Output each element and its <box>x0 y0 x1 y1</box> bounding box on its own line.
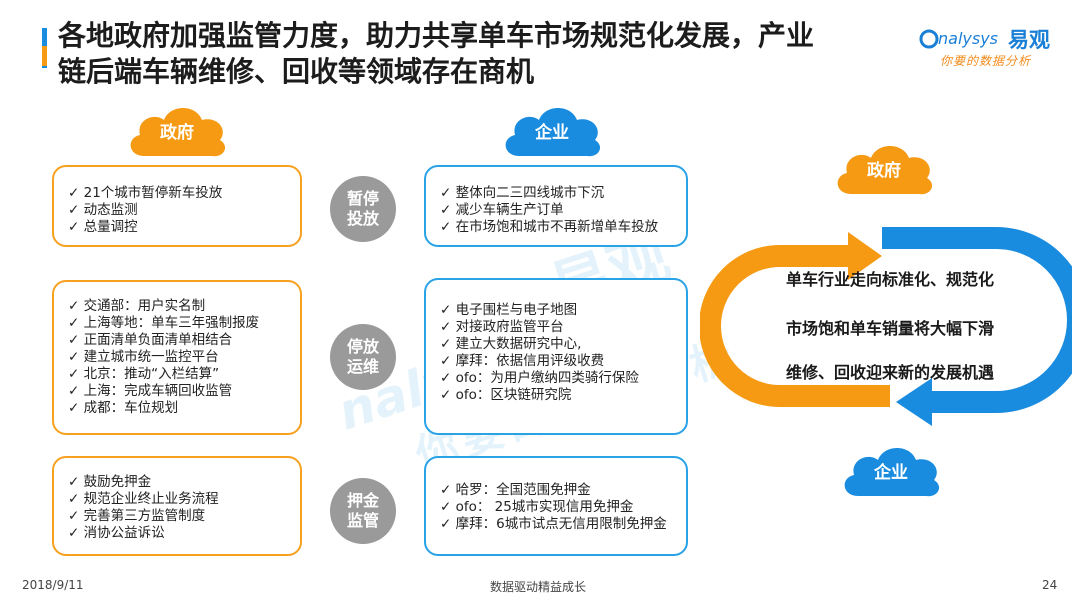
cloud-icon <box>837 146 933 195</box>
list-item: ofo：为用户缴纳四类骑行保险 <box>440 370 672 387</box>
list-item: 消协公益诉讼 <box>68 525 286 542</box>
category-line-2: 投放 <box>346 209 379 228</box>
list-item: 动态监测 <box>68 202 286 219</box>
list-item: 在市场饱和城市不再新增单车投放 <box>440 219 672 236</box>
category-line-2: 监管 <box>346 511 379 530</box>
government-label: 政府 <box>160 123 194 143</box>
logo-brand-en: nalysys <box>938 29 998 48</box>
cycle-enterprise-cloud: 企业 <box>836 440 946 500</box>
logo-brand-cn: 易观 <box>1008 28 1050 52</box>
enterprise-label: 企业 <box>535 123 569 143</box>
ent-box-deposit: 哈罗：全国范围免押金 ofo： 25城市实现信用免押金 摩拜：6城市试点无信用限… <box>424 456 688 556</box>
list-item: 上海：完成车辆回收监管 <box>68 383 286 400</box>
list-item: 电子围栏与电子地图 <box>440 302 672 319</box>
category-circle-parking: 停放 运维 <box>330 324 396 390</box>
page-title-line-1: 各地政府加强监管力度，助力共享单车市场规范化发展，产业 <box>58 19 815 52</box>
logo-mark-icon <box>919 29 939 49</box>
list-item: 摩拜：依据信用评级收费 <box>440 353 672 370</box>
cycle-arrows <box>700 227 1072 426</box>
blue-arrowhead-icon <box>896 378 932 426</box>
footer-slogan: 数据驱动精益成长 <box>490 580 587 594</box>
list-item: 规范企业终止业务流程 <box>68 491 286 508</box>
cycle-top-label: 政府 <box>867 161 901 181</box>
ent-box-suspend: 整体向二三四线城市下沉 减少车辆生产订单 在市场饱和城市不再新增单车投放 <box>424 165 688 247</box>
cloud-icon <box>844 448 940 497</box>
title-accent-bar-secondary <box>42 46 47 66</box>
list-item: 摩拜：6城市试点无信用限制免押金 <box>440 516 672 533</box>
list-item: 对接政府监管平台 <box>440 319 672 336</box>
list-item: 建立大数据研究中心, <box>440 336 672 353</box>
category-circle-suspend: 暂停 投放 <box>330 176 396 242</box>
list-item: 建立城市统一监控平台 <box>68 349 286 366</box>
category-line-1: 押金 <box>346 491 379 510</box>
cycle-government-cloud: 政府 <box>829 138 939 198</box>
list-item: 鼓励免押金 <box>68 474 286 491</box>
list-item: 整体向二三四线城市下沉 <box>440 185 672 202</box>
category-circle-deposit: 押金 监管 <box>330 478 396 544</box>
blue-cycle-arrow-path <box>882 227 1072 413</box>
cycle-bottom-label: 企业 <box>874 463 908 483</box>
list-item: 完善第三方监管制度 <box>68 508 286 525</box>
page-title-line-2: 链后端车辆维修、回收等领域存在商机 <box>58 55 535 88</box>
list-item: 北京：推动“入栏结算” <box>68 366 286 383</box>
list-item: 正面清单负面清单相结合 <box>68 332 286 349</box>
cycle-statement-2: 市场饱和单车销量将大幅下滑 <box>786 319 995 338</box>
list-item: 哈罗：全国范围免押金 <box>440 482 672 499</box>
analysys-logo: nalysys 易观 你要的数据分析 <box>918 20 1068 72</box>
category-line-1: 暂停 <box>346 189 379 208</box>
enterprise-cloud-tag: 企业 <box>497 100 607 160</box>
list-item: ofo：区块链研究院 <box>440 387 672 404</box>
footer-date: 2018/9/11 <box>22 578 84 592</box>
list-item: 总量调控 <box>68 219 286 236</box>
page-number: 24 <box>1042 578 1058 592</box>
list-item: 成都：车位规划 <box>68 400 286 417</box>
category-line-1: 停放 <box>346 337 379 356</box>
ent-box-parking: 电子围栏与电子地图 对接政府监管平台 建立大数据研究中心, 摩拜：依据信用评级收… <box>424 278 688 435</box>
cloud-icon <box>130 108 226 157</box>
gov-box-parking: 交通部：用户实名制 上海等地：单车三年强制报废 正面清单负面清单相结合 建立城市… <box>52 280 302 435</box>
gov-box-deposit: 鼓励免押金 规范企业终止业务流程 完善第三方监管制度 消协公益诉讼 <box>52 456 302 556</box>
gov-box-suspend: 21个城市暂停新车投放 动态监测 总量调控 <box>52 165 302 247</box>
orange-arrowhead-icon <box>848 232 882 280</box>
government-cloud-tag: 政府 <box>122 100 232 160</box>
category-line-2: 运维 <box>346 357 379 376</box>
logo-tagline: 你要的数据分析 <box>940 54 1032 68</box>
list-item: 减少车辆生产订单 <box>440 202 672 219</box>
list-item: 21个城市暂停新车投放 <box>68 185 286 202</box>
page-title: 各地政府加强监管力度，助力共享单车市场规范化发展，产业 链后端车辆维修、回收等领… <box>58 18 918 90</box>
orange-cycle-arrow-path <box>700 245 890 407</box>
list-item: ofo： 25城市实现信用免押金 <box>440 499 672 516</box>
cloud-icon <box>505 108 601 157</box>
list-item: 交通部：用户实名制 <box>68 298 286 315</box>
list-item: 上海等地：单车三年强制报废 <box>68 315 286 332</box>
cycle-statement-1: 单车行业走向标准化、规范化 <box>786 270 995 289</box>
cycle-statement-3: 维修、回收迎来新的发展机遇 <box>786 363 995 382</box>
